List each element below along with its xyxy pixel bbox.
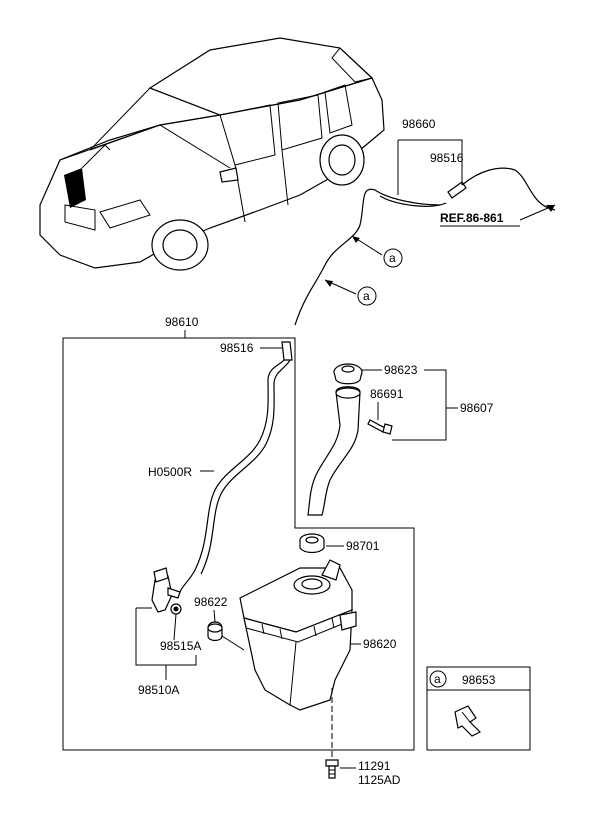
clip-box-98653: a 98653 bbox=[426, 666, 531, 751]
svg-text:98515A: 98515A bbox=[160, 639, 201, 653]
svg-text:98620: 98620 bbox=[363, 637, 397, 651]
svg-text:98701: 98701 bbox=[346, 539, 380, 553]
svg-text:11291: 11291 bbox=[358, 759, 391, 773]
filler-neck-98607: 98623 86691 98607 bbox=[307, 363, 494, 516]
svg-text:a: a bbox=[363, 289, 370, 303]
svg-text:98623: 98623 bbox=[384, 363, 418, 377]
front-hose-h0500r: 98516 H0500R bbox=[148, 341, 293, 593]
washer-reservoir-98620: 98620 bbox=[239, 559, 397, 760]
svg-text:98510A: 98510A bbox=[138, 683, 179, 697]
label-98660: 98660 98516 bbox=[397, 117, 464, 195]
rear-washer-hose bbox=[294, 167, 556, 326]
svg-text:86691: 86691 bbox=[370, 387, 404, 401]
svg-text:98653: 98653 bbox=[462, 673, 496, 687]
svg-text:1125AD: 1125AD bbox=[358, 773, 401, 787]
ref-86-861-label: REF.86-861 bbox=[440, 204, 556, 227]
assembly-frame-98610: 98610 bbox=[62, 315, 415, 751]
svg-text:98610: 98610 bbox=[165, 315, 199, 329]
callout-a-2: a bbox=[324, 279, 377, 306]
svg-text:98516: 98516 bbox=[430, 151, 464, 165]
svg-text:98622: 98622 bbox=[194, 595, 228, 609]
svg-text:a: a bbox=[389, 251, 396, 265]
svg-text:98516: 98516 bbox=[220, 341, 254, 355]
callout-a-1: a bbox=[351, 235, 403, 268]
grommet-98701: 98701 bbox=[299, 533, 380, 554]
svg-text:a: a bbox=[434, 672, 441, 686]
svg-text:98660: 98660 bbox=[402, 117, 436, 131]
washer-pump-98510a: 98622 98515A 98510A bbox=[135, 567, 245, 697]
car-illustration bbox=[39, 37, 385, 271]
svg-text:H0500R: H0500R bbox=[148, 465, 192, 479]
bolt-11291-1125ad: 11291 1125AD bbox=[325, 759, 401, 787]
svg-text:REF.86-861: REF.86-861 bbox=[440, 211, 504, 225]
svg-text:98607: 98607 bbox=[460, 401, 494, 415]
